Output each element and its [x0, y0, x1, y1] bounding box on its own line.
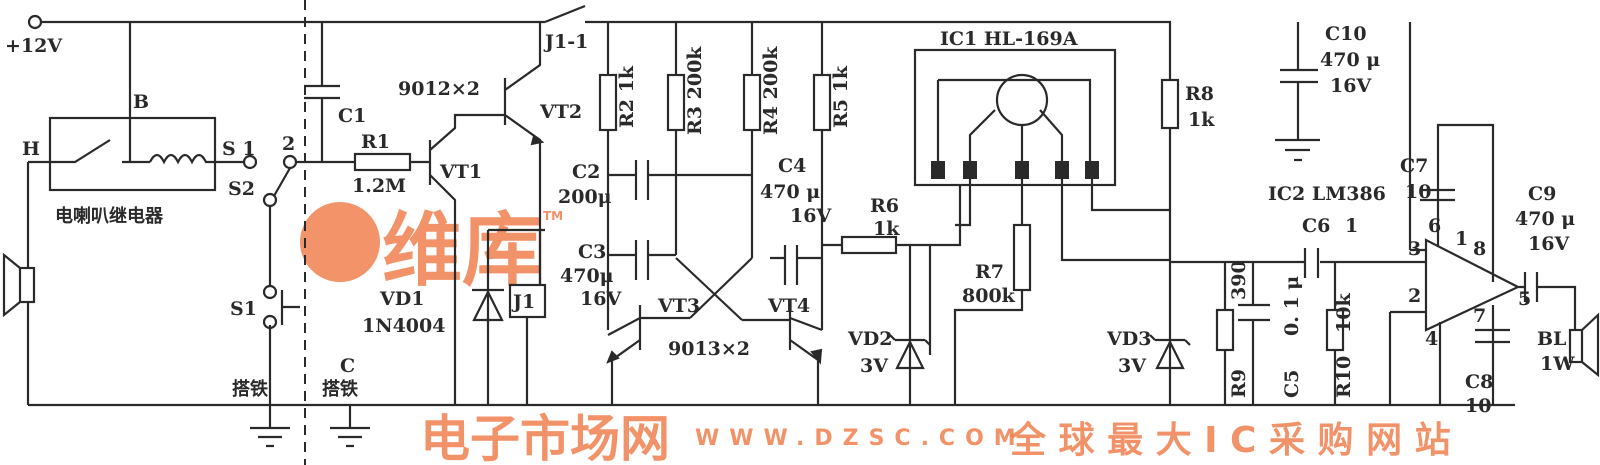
watermark-slogan: 全 球 最 大 I C 采 购 网 站: [1009, 419, 1451, 461]
watermark-url: WWW.DZSC.COM: [695, 426, 1026, 451]
bl-label: BL: [1537, 328, 1566, 350]
pin-7: 7: [1473, 305, 1486, 327]
ground-label-2: 搭铁: [322, 378, 358, 400]
pin-1: 1: [1455, 228, 1468, 250]
vd2-value: 3V: [860, 355, 889, 377]
c5-label: C5: [1281, 370, 1303, 398]
supply-label: +12V: [5, 35, 63, 57]
s1-button-label: S1: [230, 298, 257, 320]
vt4-label: VT4: [767, 295, 810, 317]
r3-label: R3 200k: [684, 46, 706, 135]
r9-label: R9: [1228, 369, 1250, 398]
c2-label: C2: [572, 161, 600, 183]
r4-label: R4 200k: [760, 46, 782, 135]
j1-1-label: J1-1: [543, 31, 588, 53]
c6-value: 1: [1345, 215, 1358, 237]
vd1-label: VD1: [379, 288, 424, 310]
r8-value: 1k: [1188, 109, 1215, 131]
watermark: 维库 TM 电子市场网 WWW.DZSC.COM 全 球 最 大 I C 采 购…: [300, 202, 1451, 465]
b-label: B: [133, 91, 149, 113]
c6-label: C6: [1302, 215, 1330, 237]
ic1-label: IC1 HL-169A: [940, 28, 1078, 50]
pin-2: 2: [1408, 285, 1421, 307]
vd1-value: 1N4004: [362, 315, 445, 337]
relay-name-label: 电喇叭继电器: [55, 205, 164, 227]
watermark-brand: 维库: [382, 204, 542, 297]
c8-value: 10: [1465, 395, 1491, 417]
c10-value: 470 μ: [1320, 49, 1380, 71]
watermark-tm: TM: [543, 209, 563, 223]
pin-4: 4: [1425, 328, 1438, 350]
h-label: H: [22, 138, 40, 160]
npn-label: 9013×2: [668, 338, 750, 360]
vd2-label: VD2: [847, 328, 892, 350]
c7-label: C7: [1400, 155, 1428, 177]
c-label: C: [340, 355, 355, 377]
vd3-label: VD3: [1106, 328, 1151, 350]
c9-voltage: 16V: [1528, 233, 1570, 255]
r10-label: R10: [1333, 356, 1355, 398]
c4-voltage: 16V: [790, 205, 832, 227]
c3-label: C3: [578, 241, 606, 263]
s1-terminal-label: S 1: [222, 138, 256, 160]
c1-label: C1: [338, 105, 366, 127]
pin-8: 8: [1473, 238, 1486, 260]
pin-3: 3: [1408, 238, 1421, 260]
c3-voltage: 16V: [580, 288, 622, 310]
j1-label: J1: [511, 291, 535, 313]
c10-label: C10: [1325, 23, 1367, 45]
pin-6: 6: [1428, 215, 1441, 237]
s2-label: S2: [228, 178, 255, 200]
pin-5: 5: [1518, 288, 1531, 310]
c7-value: 10: [1405, 181, 1431, 203]
watermark-logo-icon: [300, 202, 380, 282]
r6-label: R6: [870, 195, 899, 217]
r8-label: R8: [1185, 83, 1214, 105]
c8-label: C8: [1465, 371, 1493, 393]
vt3-label: VT3: [657, 295, 700, 317]
r2-label: R2 1k: [616, 65, 638, 128]
vt2-label: VT2: [539, 101, 582, 123]
bl-value: 1W: [1540, 353, 1575, 375]
r10-value: 10k: [1333, 293, 1355, 333]
c9-label: C9: [1528, 183, 1556, 205]
c5-value: 0. 1 μ: [1281, 276, 1303, 336]
terminal-2-label: 2: [282, 133, 295, 155]
c2-value: 200μ: [558, 186, 612, 208]
c4-label: C4: [778, 155, 806, 177]
vd3-value: 3V: [1118, 355, 1147, 377]
ground-label-1: 搭铁: [232, 378, 268, 400]
labels: +12V B H S 1 2 S2 电喇叭继电器 S1 搭铁 C 搭铁 C1 R…: [5, 23, 1575, 417]
c10-voltage: 16V: [1330, 75, 1372, 97]
ic2-label: IC2 LM386: [1268, 183, 1386, 205]
r9-value: 390: [1228, 260, 1250, 300]
r7-value: 800k: [962, 285, 1016, 307]
pnp-label: 9012×2: [398, 78, 480, 100]
watermark-site: 电子市场网: [420, 410, 670, 465]
c3-value: 470μ: [560, 265, 614, 287]
r7-label: R7: [975, 261, 1004, 283]
r1-label: R1: [361, 131, 390, 153]
r6-value: 1k: [873, 218, 900, 240]
c4-value: 470 μ: [760, 181, 820, 203]
r1-value: 1.2M: [352, 175, 406, 197]
r5-label: R5 1k: [830, 65, 852, 128]
c9-value: 470 μ: [1515, 208, 1575, 230]
vt1-label: VT1: [439, 161, 482, 183]
